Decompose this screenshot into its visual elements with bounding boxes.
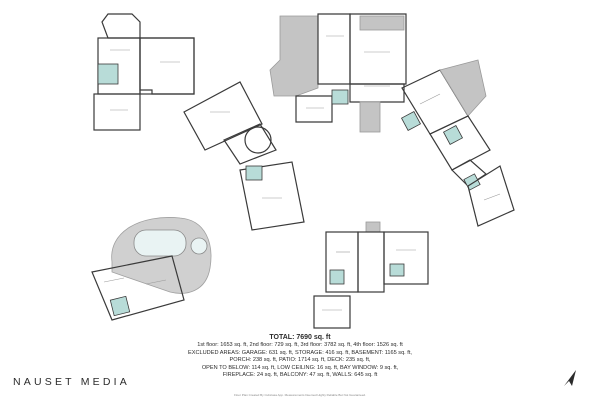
brand-name: NAUSET MEDIA	[13, 376, 130, 388]
area-breakdown-line-3: PORCH: 238 sq. ft, PATIO: 1714 sq. ft, D…	[229, 357, 371, 364]
floor-plan-bottom-center	[313, 221, 429, 329]
floor-plan-bottom-left	[91, 217, 212, 321]
total-area: TOTAL: 7690 sq. ft	[269, 334, 331, 341]
floor-plan-right-diagonal	[400, 59, 515, 227]
floor-plans	[91, 13, 515, 329]
area-breakdown-line-5: FIREPLACE: 24 sq. ft, BALCONY: 47 sq. ft…	[222, 372, 378, 379]
area-breakdown-line-4: OPEN TO BELOW: 114 sq. ft, LOW CEILING: …	[201, 364, 399, 371]
area-breakdown-line-1: 1st floor: 1653 sq. ft, 2nd floor: 729 s…	[197, 342, 403, 348]
floor-plan-top-right	[269, 13, 407, 133]
plan-credit: Floor Plan Created By Cubicasa App. Meas…	[234, 393, 366, 397]
floor-plan-top-left	[93, 13, 305, 231]
north-arrow-icon	[564, 370, 576, 386]
area-breakdown-line-2: EXCLUDED AREAS: GARAGE: 631 sq. ft, STOR…	[188, 349, 412, 356]
area-summary: TOTAL: 7690 sq. ft 1st floor: 1653 sq. f…	[150, 333, 450, 380]
